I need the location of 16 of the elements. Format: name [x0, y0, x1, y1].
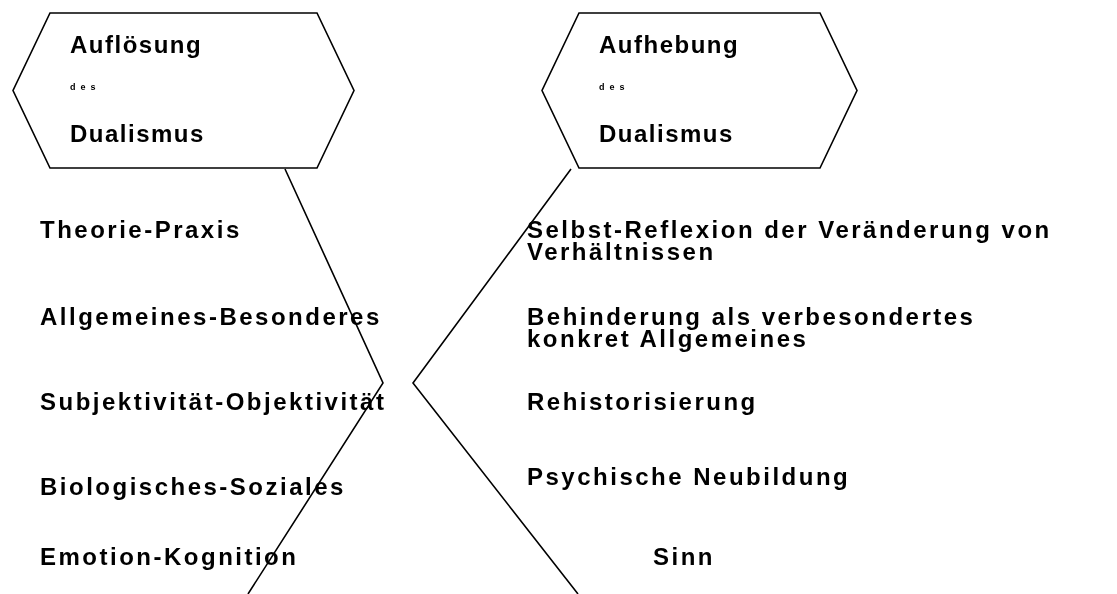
node-heading: Dualismus [70, 122, 205, 146]
connector-line [247, 168, 384, 594]
node-connector-word: des [70, 83, 101, 92]
hexagon-box [12, 12, 355, 169]
concept-label: Psychische Neubildung [527, 466, 851, 488]
concept-label: Rehistorisierung [527, 391, 758, 413]
concept-label: Sinn [653, 546, 715, 568]
concept-label: Behinderung als verbesondertes konkret Allgemeines [527, 306, 977, 350]
connector-line [412, 168, 579, 594]
concept-label: Selbst-Reflexion der Veränderung von Verhältnissen [527, 219, 1053, 263]
node-heading: Aufhebung [599, 33, 740, 57]
hexagon-box [541, 12, 858, 169]
node-heading: Dualismus [599, 122, 734, 146]
concept-label: Theorie-Praxis [40, 219, 242, 241]
node-heading: Auflösung [70, 33, 203, 57]
node-connector-word: des [599, 83, 630, 92]
